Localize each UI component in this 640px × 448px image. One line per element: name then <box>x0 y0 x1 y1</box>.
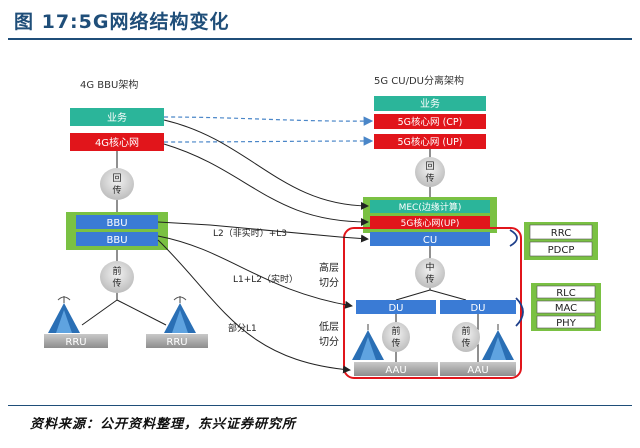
aau-left: AAU <box>354 362 438 376</box>
title-bar: 图 17:5G网络结构变化 <box>0 0 640 42</box>
rru-right-label: RRU <box>166 337 187 348</box>
arrow-service-to-cp <box>163 116 374 126</box>
source-note: 资料来源：公开资料整理，东兴证券研究所 <box>30 417 297 432</box>
aau-left-label: AAU <box>385 365 406 376</box>
du-protocol-group: RLC MAC PHY <box>531 283 601 331</box>
core-up2-label: 5G核心网(UP) <box>401 217 460 229</box>
label-low-split-2: 切分 <box>319 336 339 348</box>
fh-left-char-1: 前 <box>391 325 400 337</box>
du-right-label: DU <box>470 303 485 314</box>
core-label-4g: 4G核心网 <box>95 136 139 149</box>
cu-protocol-group: RRC PDCP <box>524 222 598 260</box>
midhaul-char-2: 传 <box>425 273 434 285</box>
label-l1-l2: L1+L2（实时） <box>233 273 298 285</box>
right-header: 5G CU/DU分离架构 <box>374 74 464 87</box>
backhaul-char-2: 传 <box>112 184 121 196</box>
backhaul-oval-4g: 回 传 <box>100 168 134 200</box>
fronthaul-char-1: 前 <box>112 265 121 277</box>
label-low-split-1: 低层 <box>319 320 339 333</box>
core-cp-5g: 5G核心网 (CP) <box>374 114 486 129</box>
backhaul-oval-5g: 回 传 <box>415 157 445 187</box>
label-partial-l1: 部分L1 <box>228 322 257 334</box>
rru-left: RRU <box>44 334 108 348</box>
fronthaul-oval-left: 前 传 <box>382 322 410 352</box>
service-box-5g: 业务 <box>374 96 486 111</box>
left-header: 4G BBU架构 <box>80 78 138 91</box>
aau-right: AAU <box>440 362 516 376</box>
cu-label: CU <box>423 235 437 246</box>
du-left-label: DU <box>388 303 403 314</box>
antenna-icon <box>352 324 384 360</box>
bbu-bottom-label: BBU <box>106 235 127 246</box>
arrow-core-to-core-up2 <box>163 143 369 226</box>
mec-label: MEC(边缘计算) <box>399 201 462 213</box>
core-network-4g: 4G核心网 <box>70 133 164 151</box>
core-up-5g: 5G核心网 (UP) <box>374 134 486 149</box>
core-cp-label: 5G核心网 (CP) <box>398 116 463 128</box>
cu-box: CU <box>370 232 490 246</box>
antenna-icon <box>164 296 196 333</box>
core-up-label: 5G核心网 (UP) <box>397 136 462 148</box>
backhaul5g-char-1: 回 <box>425 161 434 172</box>
service-label-4g: 业务 <box>107 111 127 124</box>
label-l2-l3: L2（非实时）+L3 <box>213 227 287 239</box>
service-label-5g: 业务 <box>420 97 440 110</box>
antenna-icon <box>48 296 80 333</box>
label-high-split-1: 高层 <box>319 261 339 274</box>
arrow-service-to-mec <box>163 119 369 210</box>
fronthaul-oval-right: 前 传 <box>452 322 480 352</box>
du-left: DU <box>356 300 436 314</box>
bbu-group: BBU BBU <box>66 212 168 250</box>
proto-pdcp: PDCP <box>548 245 575 256</box>
arrow-bbu-to-cu <box>157 221 369 243</box>
midhaul-oval: 中 传 <box>415 258 445 288</box>
proto-rrc: RRC <box>551 228 571 239</box>
fh-right-char-2: 传 <box>461 337 470 349</box>
proto-phy: PHY <box>556 318 577 329</box>
backhaul-char-1: 回 <box>112 173 121 184</box>
du-right: DU <box>440 300 516 314</box>
arrow-core-to-up <box>163 136 374 146</box>
title-divider <box>8 38 632 40</box>
rru-left-label: RRU <box>65 337 86 348</box>
antenna-icon <box>482 324 514 360</box>
figure-title: 图 17:5G网络结构变化 <box>14 11 230 33</box>
label-high-split-2: 切分 <box>319 277 339 289</box>
fronthaul-oval-4g: 前 传 <box>100 261 134 293</box>
fh-left-char-2: 传 <box>391 337 400 349</box>
footer-divider <box>8 405 632 406</box>
arrow-bbu-to-aau <box>157 239 351 374</box>
proto-mac: MAC <box>555 303 577 314</box>
aau-right-label: AAU <box>467 365 488 376</box>
rru-right: RRU <box>146 334 208 348</box>
service-box-4g: 业务 <box>70 108 164 126</box>
proto-rlc: RLC <box>556 288 576 299</box>
fh-right-char-1: 前 <box>461 325 470 337</box>
bbu-top-label: BBU <box>106 218 127 229</box>
backhaul5g-char-2: 传 <box>425 172 434 184</box>
midhaul-char-1: 中 <box>425 261 434 273</box>
arrow-bbu-to-du <box>157 235 353 309</box>
fronthaul-char-2: 传 <box>112 277 121 289</box>
